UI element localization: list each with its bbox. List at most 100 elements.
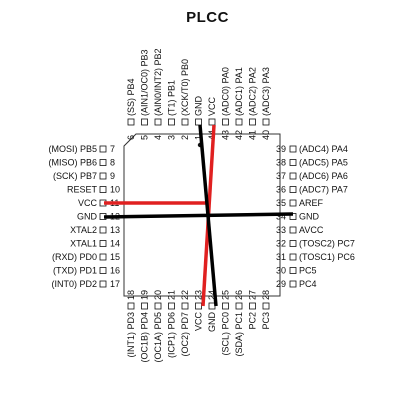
pin-pad-pd3-18 <box>127 302 135 310</box>
pin-pad-pc5-30 <box>289 267 297 274</box>
pin-number-8: 8 <box>110 158 115 168</box>
pin-label-xtal1-14: XTAL1 <box>70 239 97 249</box>
pin-label-pa4-39: (ADC4) PA4 <box>299 144 348 154</box>
pin-label-pd2-17: (INT0) PD2 <box>51 279 97 289</box>
pin-number-13: 13 <box>110 225 120 235</box>
pin-label-gnd-24: GND <box>207 312 217 333</box>
pin-number-32: 32 <box>276 239 286 249</box>
pin-number-39: 39 <box>276 144 286 154</box>
pin-number-22: 22 <box>180 290 190 300</box>
pin-pad-pc3-28 <box>262 302 270 310</box>
pin-number-17: 17 <box>110 279 120 289</box>
pin-number-21: 21 <box>167 290 177 300</box>
pin-pad-vcc-44 <box>208 118 216 126</box>
pin-number-43: 43 <box>221 130 231 140</box>
page-title: PLCC <box>186 9 229 26</box>
pin-number-35: 35 <box>276 198 286 208</box>
pin-number-30: 30 <box>276 266 286 276</box>
pin-pad-pb1-3 <box>168 118 175 126</box>
pin-pad-pc4-29 <box>289 280 297 288</box>
pin-label-pc7-32: (TOSC2) PC7 <box>299 239 355 249</box>
pin-pad-pb6-8 <box>99 159 107 166</box>
pin-label-pd6-21: (ICP1) PD6 <box>167 312 177 358</box>
pin-pad-pa5-38 <box>289 159 297 166</box>
pin-number-40: 40 <box>261 130 271 140</box>
pin-pad-pd6-21 <box>168 302 175 310</box>
pin-label-pb7-9: (SCK) PB7 <box>53 171 97 181</box>
pin-label-pc6-31: (TOSC1) PC6 <box>299 252 355 262</box>
pin-label-pd4-19: (OC1B) PD4 <box>140 312 150 363</box>
pin-label-pd7-22: (OC2) PD7 <box>180 312 190 357</box>
pin-pad-pa7-36 <box>289 186 297 193</box>
pin-number-3: 3 <box>167 135 177 140</box>
pin-pad-vcc-23 <box>195 302 202 310</box>
pin-number-36: 36 <box>276 185 286 195</box>
pin-label-pc2-27: PC2 <box>248 312 258 330</box>
pin-label-pd0-15: (RXD) PD0 <box>52 252 97 262</box>
pin-label-pb4-6: (SS) PB4 <box>126 78 136 116</box>
pin-label-vcc-11: VCC <box>78 198 98 208</box>
pin-number-23: 23 <box>194 290 204 300</box>
pin-label-pa7-36: (ADC7) PA7 <box>299 185 348 195</box>
pin-pad-pd0-15 <box>99 253 107 261</box>
pin-pad-pb4-6 <box>127 118 135 126</box>
pin-number-42: 42 <box>234 130 244 140</box>
pin-number-33: 33 <box>276 225 286 235</box>
pin-pad-pb2-4 <box>154 118 162 126</box>
pin-label-pc0-25: (SCL) PC0 <box>221 312 231 356</box>
pin-pad-pc6-31 <box>289 253 297 261</box>
pin-pad-avcc-33 <box>289 226 297 234</box>
pin-label-vcc-23: VCC <box>194 312 204 332</box>
pin-number-19: 19 <box>140 290 150 300</box>
pin-number-15: 15 <box>110 252 120 262</box>
pin-pad-pd7-22 <box>181 302 189 310</box>
pin-number-9: 9 <box>110 171 115 181</box>
pin-label-gnd-12: GND <box>77 212 98 222</box>
pin-pad-gnd-34 <box>289 213 297 220</box>
pin-label-pd5-20: (OC1A) PD5 <box>153 312 163 363</box>
pin-label-reset-10: RESET <box>67 185 98 195</box>
pin-number-20: 20 <box>153 290 163 300</box>
pin-pad-pd5-20 <box>154 302 162 310</box>
pin-pad-pd4-19 <box>141 302 148 310</box>
pin-pad-pb5-7 <box>99 145 107 153</box>
pin-label-pc5-30: PC5 <box>299 266 317 276</box>
pin-label-pa1-42: (ADC1) PA1 <box>234 67 244 116</box>
pin-pad-pa1-42 <box>235 118 243 126</box>
pin-label-pa0-43: (ADC0) PA0 <box>221 67 231 116</box>
pin-pad-pc2-27 <box>249 302 256 310</box>
pin-pad-pd2-17 <box>99 280 107 288</box>
pin-pad-pb3-5 <box>141 118 148 126</box>
pin-label-avcc-33: AVCC <box>299 225 324 235</box>
pin-number-24: 24 <box>207 290 217 300</box>
pin-label-pb0-2: (XCK/T0) PB0 <box>180 59 190 116</box>
pin-number-14: 14 <box>110 239 120 249</box>
pin-label-pb1-3: (T1) PB1 <box>167 80 177 116</box>
pin-pad-pc1-26 <box>235 302 243 310</box>
pin-number-4: 4 <box>153 135 163 140</box>
pin-pad-pa3-40 <box>262 118 270 126</box>
pin-label-pc4-29: PC4 <box>299 279 317 289</box>
pin-label-pc3-28: PC3 <box>261 312 271 330</box>
pin-label-vcc-44: VCC <box>207 96 217 116</box>
pin-pad-xtal1-14 <box>99 240 107 247</box>
pin-number-31: 31 <box>276 252 286 262</box>
pin-label-xtal2-13: XTAL2 <box>70 225 97 235</box>
pin-number-37: 37 <box>276 171 286 181</box>
pin-pad-pc0-25 <box>222 302 229 310</box>
pin-label-gnd-1: GND <box>194 96 204 117</box>
pin-label-pa2-41: (ADC2) PA2 <box>248 67 258 116</box>
pin-number-7: 7 <box>110 144 115 154</box>
pin-pad-xtal2-13 <box>99 226 107 234</box>
pin-label-aref-35: AREF <box>299 198 324 208</box>
pin-number-28: 28 <box>261 290 271 300</box>
pin-label-pb5-7: (MOSI) PB5 <box>48 144 97 154</box>
pin-label-pd1-16: (TXD) PD1 <box>53 266 97 276</box>
pin-number-34: 34 <box>276 212 286 222</box>
pin-number-25: 25 <box>221 290 231 300</box>
pin-pad-pb0-2 <box>181 118 189 126</box>
pin-pad-aref-35 <box>289 199 297 207</box>
pin-number-1: 1 <box>194 135 204 140</box>
pin-number-41: 41 <box>248 130 258 140</box>
